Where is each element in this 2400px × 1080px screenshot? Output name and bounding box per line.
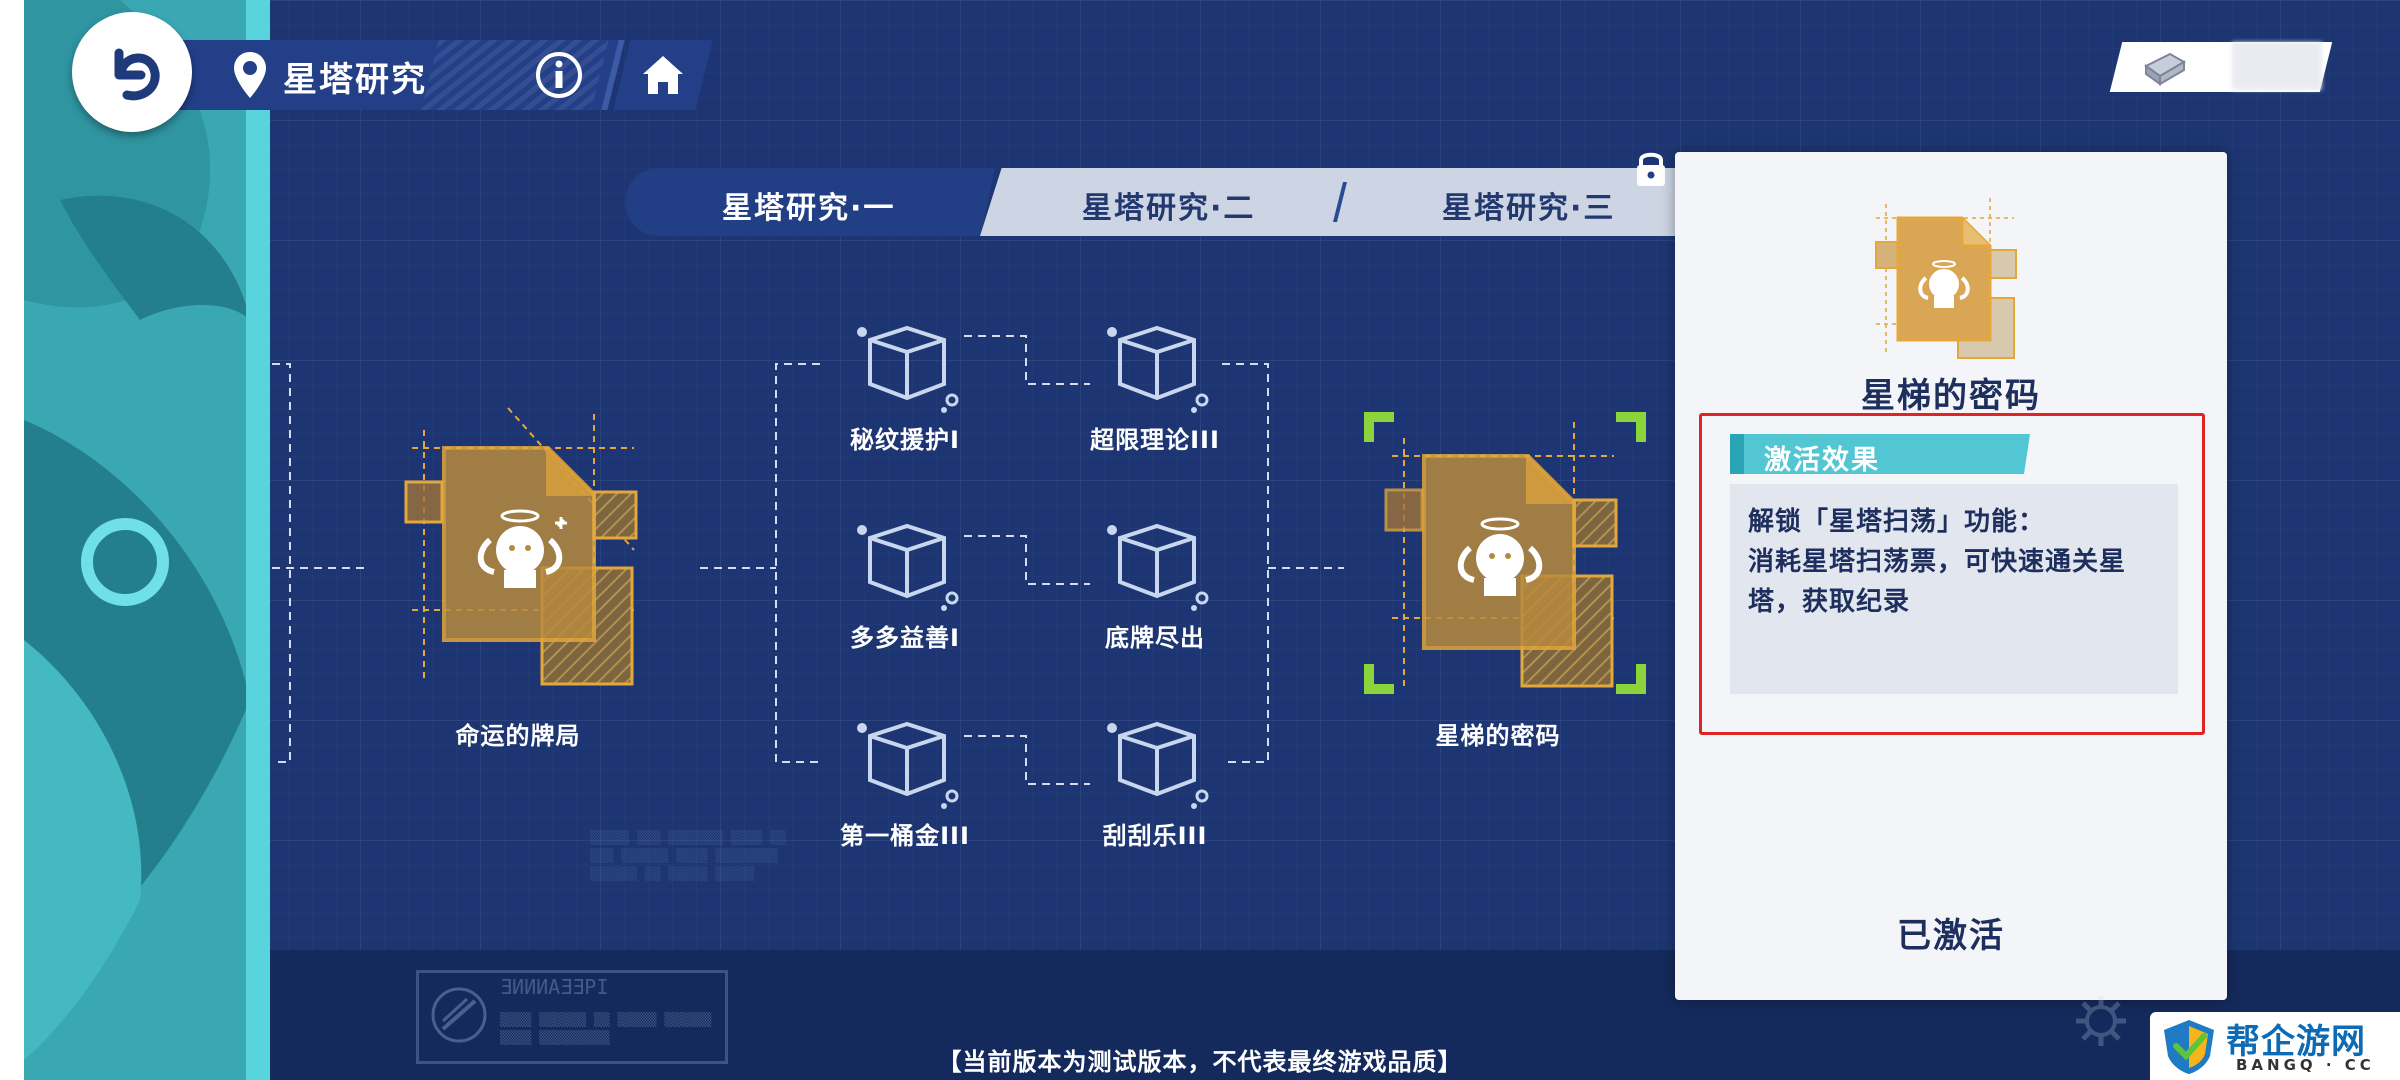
effect-line-2: 消耗星塔扫荡票，可快速通关星 [1748, 547, 2127, 577]
cube-node-icon[interactable] [852, 520, 962, 612]
cube-node-icon[interactable] [852, 718, 962, 810]
stamp-glyphs: ƎИИИAƎƎΡI [500, 975, 609, 999]
ticket-currency-icon [2144, 52, 2186, 86]
tab-research-2-label[interactable]: 星塔研究·二 [1082, 191, 1256, 226]
detail-title: 星梯的密码 [1861, 376, 2041, 416]
node-label-4: 底牌尽出 [1105, 624, 1205, 652]
effect-header-accent [1730, 434, 1744, 474]
gear-icon [2076, 996, 2126, 1046]
stamp-emblem-icon [431, 987, 487, 1043]
back-button[interactable] [72, 12, 192, 132]
selected-card-node-icon[interactable] [1360, 408, 1650, 698]
card-node-icon[interactable] [398, 400, 648, 700]
home-icon[interactable] [638, 50, 688, 100]
currency-value-blurred [2232, 42, 2322, 90]
decorative-stamp [416, 970, 728, 1064]
card-detail-icon [1875, 198, 2017, 359]
node-label-1: 秘纹援护I [850, 426, 960, 454]
lock-icon [1637, 152, 1665, 186]
node-label-6: 刮刮乐III [1102, 822, 1208, 850]
node-label-2: 超限理论III [1090, 426, 1220, 454]
effect-header [1730, 434, 2030, 474]
node-label-3: 多多益善I [850, 624, 960, 652]
tab-research-1-label[interactable]: 星塔研究·一 [722, 191, 896, 226]
effect-body [1730, 484, 2178, 694]
node-label-root: 命运的牌局 [455, 722, 581, 750]
watermark-subtext: BANGQ · CC [2236, 1056, 2375, 1074]
version-disclaimer: 【当前版本为测试版本，不代表最终游戏品质】 [937, 1048, 1463, 1076]
watermark-logo-icon [2164, 1020, 2214, 1074]
page-title: 星塔研究 [283, 60, 427, 100]
effect-line-1: 解锁「星塔扫荡」功能： [1748, 507, 2046, 537]
highlight-box [1699, 413, 2205, 735]
watermark-text: 帮企游网 [2226, 1022, 2366, 1062]
cube-node-icon[interactable] [852, 322, 962, 414]
location-pin-icon [234, 52, 266, 98]
node-label-final: 星梯的密码 [1435, 722, 1561, 750]
cube-node-icon[interactable] [1102, 322, 1212, 414]
decorative-text: ▒▒▒▒▒ ▒▒▒ ▒▒▒▒▒▒▒ ▒▒▒▒ ▒▒▒▒▒ ▒▒▒▒▒▒ ▒▒▒▒… [590, 831, 786, 882]
effect-description: 解锁「星塔扫荡」功能： 消耗星塔扫荡票，可快速通关星 塔，获取纪录 [1748, 502, 2168, 622]
activation-status: 已激活 [1897, 916, 2005, 956]
back-arrow-icon [114, 48, 160, 101]
tab-research-3-label[interactable]: 星塔研究·三 [1442, 191, 1616, 226]
info-icon[interactable] [534, 50, 584, 100]
stamp-small-text: ▒▒▒▒ ▒▒▒▒▒▒ ▒▒ ▒▒▒▒▒ ▒▒▒▒▒▒▒▒▒▒ ▒▒▒▒▒▒▒▒… [500, 1013, 712, 1046]
cube-node-icon[interactable] [1102, 520, 1212, 612]
effect-line-3: 塔，获取纪录 [1748, 587, 1911, 617]
cube-node-icon[interactable] [1102, 718, 1212, 810]
node-label-5: 第一桶金III [840, 822, 970, 850]
left-decor-panel [0, 0, 270, 1080]
tab-research-1[interactable] [625, 168, 995, 236]
effect-title: 激活效果 [1764, 445, 1880, 476]
